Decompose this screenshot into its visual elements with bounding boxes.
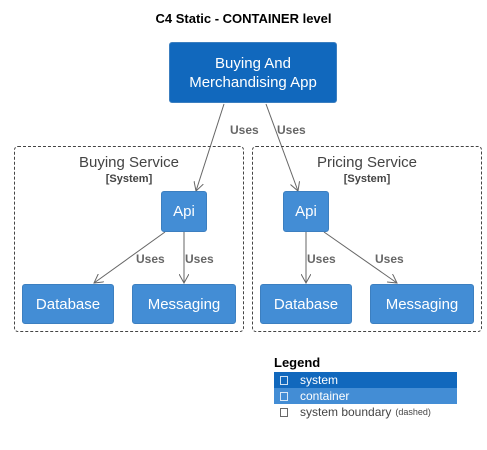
buying-api-node[interactable]: Api (161, 191, 207, 232)
pricing-messaging-node[interactable]: Messaging (370, 284, 474, 324)
edge-label-pricing-api-to-db: Uses (307, 252, 336, 266)
pricing-service-boundary[interactable]: Pricing Service [System] (252, 146, 482, 332)
buying-and-merchandising-app-node[interactable]: Buying And Merchandising App (169, 42, 337, 103)
buying-service-title: Buying Service (78, 154, 180, 171)
buying-database-node[interactable]: Database (22, 284, 114, 324)
edge-app-to-buying-api (196, 103, 225, 191)
buying-service-boundary[interactable]: Buying Service [System] (14, 146, 244, 332)
pricing-service-subtitle: [System] (343, 173, 391, 185)
legend-title: Legend (274, 355, 321, 370)
legend-boundary-label: system boundary (300, 405, 392, 419)
buying-messaging-node[interactable]: Messaging (132, 284, 236, 324)
edge-label-app-to-pricing-api: Uses (277, 123, 306, 137)
edge-buying-api-to-db (94, 231, 166, 283)
edge-app-to-pricing-api (265, 103, 298, 191)
buying-service-subtitle: [System] (105, 173, 153, 185)
pricing-api-node[interactable]: Api (283, 191, 329, 232)
edge-label-pricing-api-to-msg: Uses (375, 252, 404, 266)
edge-label-app-to-buying-api: Uses (230, 123, 259, 137)
legend-container-label: container (300, 389, 350, 403)
pricing-database-node[interactable]: Database (260, 284, 352, 324)
app-name-line2: Merchandising App (189, 73, 317, 91)
legend: Legend system container system boundary … (274, 355, 457, 420)
container-swatch-icon (280, 391, 288, 401)
boundary-swatch-icon (280, 407, 288, 417)
legend-item-boundary: system boundary (dashed) (274, 404, 457, 420)
edge-pricing-api-to-msg (323, 231, 397, 283)
system-swatch-icon (280, 375, 288, 385)
edge-label-buying-api-to-db: Uses (136, 252, 165, 266)
legend-boundary-note: (dashed) (395, 407, 431, 417)
diagram-title: C4 Static - CONTAINER level (155, 11, 332, 26)
legend-system-label: system (300, 373, 339, 387)
legend-item-container: container (274, 388, 457, 404)
legend-item-system: system (274, 372, 457, 388)
app-name-line1: Buying And (215, 54, 291, 72)
edge-label-buying-api-to-msg: Uses (185, 252, 214, 266)
pricing-service-title: Pricing Service (316, 154, 418, 171)
